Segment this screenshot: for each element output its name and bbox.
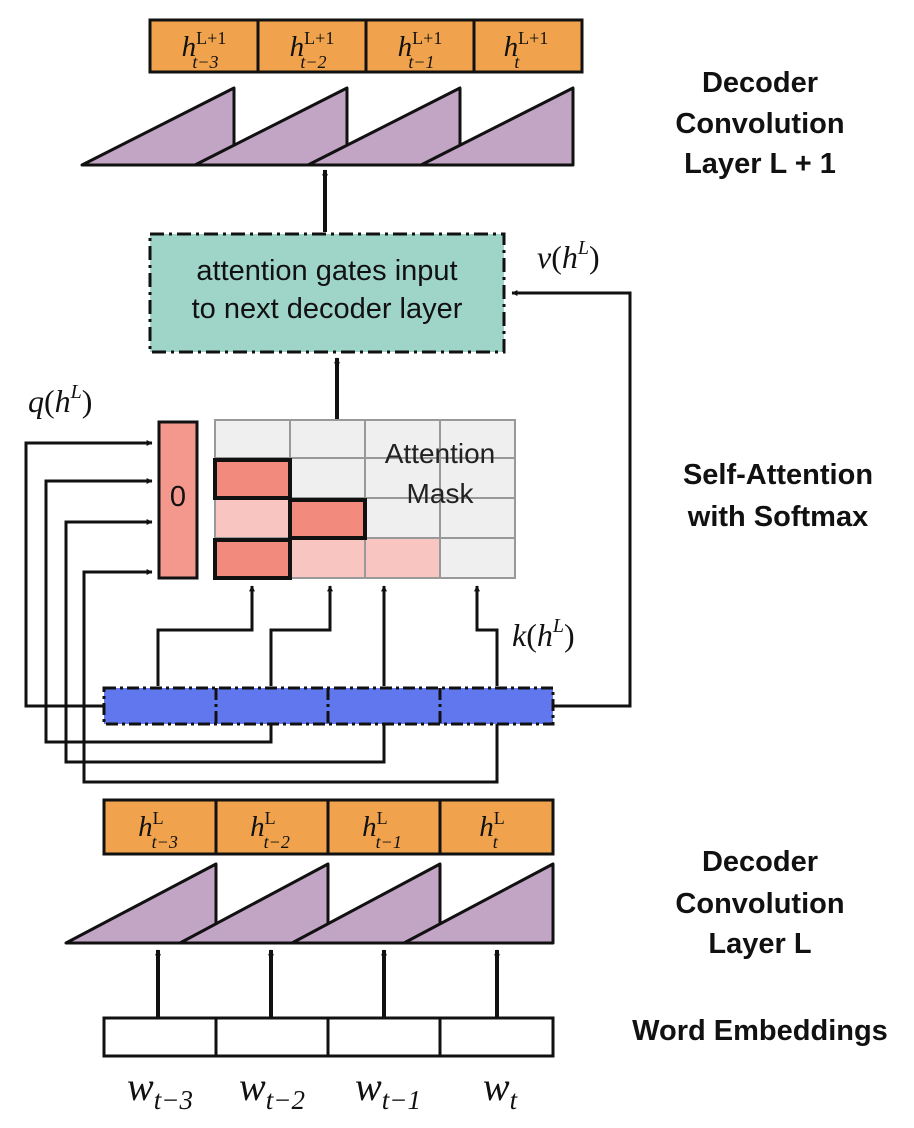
query-vector: 0 <box>157 420 199 580</box>
attention-box-rect <box>148 232 506 354</box>
mask-cell <box>214 497 291 539</box>
bottom-layer-label-line3: Layer L <box>708 928 811 960</box>
bottom-hidden-row <box>102 798 555 856</box>
mask-cell <box>289 537 366 579</box>
attention-gates-box: attention gates input to next decoder la… <box>148 232 506 354</box>
conv-triangle <box>64 862 218 945</box>
conv-triangle <box>419 86 575 167</box>
conv-triangle <box>193 86 349 167</box>
bottom-layer-label: Decoder Convolution Layer L <box>675 846 844 960</box>
top-layer-label: Decoder Convolution Layer L + 1 <box>675 67 844 180</box>
mask-cell <box>289 497 366 539</box>
top-conv-layer <box>80 86 575 167</box>
mask-cell <box>214 537 291 579</box>
query-arrow <box>82 569 499 784</box>
self-attention-label-line2: with Softmax <box>687 501 868 533</box>
mask-cell <box>214 419 291 459</box>
mask-max-cell <box>288 498 367 540</box>
conv-triangle <box>306 86 462 167</box>
word-embeddings-label: Word Embeddings <box>632 1015 888 1047</box>
top-layer-label-line3: Layer L + 1 <box>684 148 836 180</box>
word-label: wt−1 <box>355 1064 421 1115</box>
attention-box-line1: attention gates input <box>196 255 457 287</box>
key-function-label: k(hL) <box>512 615 575 653</box>
word-label: wt−3 <box>127 1064 193 1115</box>
projection-bar <box>102 686 555 726</box>
top-layer-label-line2: Convolution <box>675 108 844 140</box>
mask-label-line2: Mask <box>407 478 475 509</box>
bottom-conv-layer <box>64 862 555 945</box>
mask-cell <box>364 497 441 539</box>
query-arrow <box>44 478 273 744</box>
embedding-arrows <box>155 949 500 1018</box>
value-path <box>511 290 632 708</box>
word-embeddings-row <box>102 1016 555 1058</box>
mask-cell <box>439 537 516 579</box>
word-label: wt <box>483 1064 519 1115</box>
mask-max-cell <box>213 458 292 500</box>
query-zero-label: 0 <box>170 481 186 513</box>
attention-mask: Attention Mask <box>213 419 516 580</box>
self-attention-label: Self-Attention with Softmax <box>683 459 873 533</box>
top-layer-label-line1: Decoder <box>702 67 818 99</box>
key-arrow <box>156 585 255 686</box>
query-arrow <box>64 519 386 764</box>
query-function-label: q(hL) <box>28 381 92 419</box>
query-arrows <box>24 440 499 784</box>
mask-cell <box>439 457 516 499</box>
bottom-layer-label-line1: Decoder <box>702 846 818 878</box>
mask-cell <box>364 419 441 459</box>
word-label: wt−2 <box>239 1064 305 1115</box>
mask-cell <box>439 497 516 539</box>
word-labels: wt−3 wt−2 wt−1 wt <box>127 1064 519 1115</box>
self-attention-label-line1: Self-Attention <box>683 459 873 491</box>
conv-triangle <box>402 862 555 945</box>
conv-triangle <box>178 862 330 945</box>
mask-cell <box>364 537 441 579</box>
conv-triangle <box>80 86 236 167</box>
query-vector-rect <box>157 420 199 580</box>
mask-cell <box>214 457 291 499</box>
key-arrows <box>156 585 499 686</box>
conv-triangle <box>290 862 442 945</box>
key-arrow <box>269 585 333 686</box>
value-function-label: v(hL) <box>537 237 600 275</box>
mask-label-line1: Attention <box>385 438 496 469</box>
top-hidden-row <box>148 18 584 74</box>
key-arrow <box>474 585 499 686</box>
mask-max-cell <box>213 538 292 580</box>
mask-cell <box>289 457 366 499</box>
mask-cell <box>289 419 366 459</box>
attention-box-line2: to next decoder layer <box>192 293 463 325</box>
mask-cell <box>439 419 516 459</box>
bottom-layer-label-line2: Convolution <box>675 888 844 920</box>
